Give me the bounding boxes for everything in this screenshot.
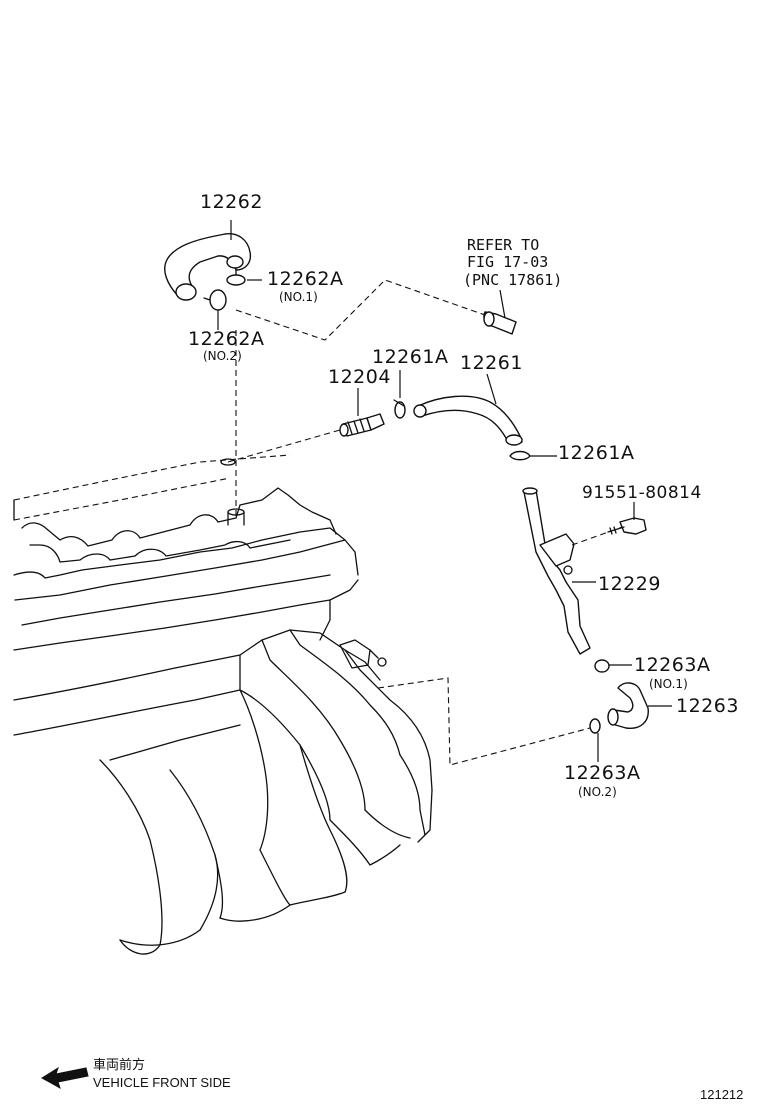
front-direction-en: VEHICLE FRONT SIDE (93, 1075, 231, 1090)
label-12263: 12263 (676, 695, 739, 717)
hose-12261 (413, 395, 523, 446)
clamp-12261A-top (393, 399, 406, 419)
label-12229: 12229 (598, 573, 661, 595)
label-12263A-no2: 12263A (564, 762, 641, 784)
label-12261A-top: 12261A (372, 346, 449, 368)
label-12262: 12262 (200, 191, 263, 213)
label-91551: 91551-80814 (582, 483, 702, 503)
pipe-12229 (522, 487, 591, 655)
label-12262A-no1-sub: (NO.1) (279, 290, 318, 304)
arrow-left-icon (41, 1066, 89, 1090)
reference-line-3: (PNC 17861) (463, 271, 563, 289)
reference-pipe (483, 311, 517, 335)
hose-12263 (607, 682, 649, 729)
engine-block-outline (13, 454, 433, 955)
bolt-91551 (607, 517, 647, 535)
label-12263A-no1: 12263A (634, 654, 711, 676)
front-direction-jp: 車両前方 (93, 1057, 146, 1072)
clamp-12263A-no2 (589, 718, 601, 734)
label-12204: 12204 (328, 366, 391, 388)
clamp-12263A-no1 (594, 659, 610, 673)
label-12261A-right: 12261A (558, 442, 635, 464)
label-12262A-no2-sub: (NO.2) (203, 349, 242, 363)
figure-id: 121212 (700, 1087, 744, 1102)
reference-line-2: FIG 17-03 (467, 253, 549, 271)
pcv-valve-12204 (339, 413, 385, 437)
clamp-12262A-no1 (226, 267, 246, 286)
label-12263A-no1-sub: (NO.1) (649, 677, 688, 691)
clamp-12261A-right (509, 450, 531, 461)
label-12262A-no1: 12262A (267, 268, 344, 290)
label-12263A-no2-sub: (NO.2) (578, 785, 617, 799)
clamp-12262A-no2 (203, 289, 227, 311)
label-12262A-no2: 12262A (188, 328, 265, 350)
reference-line-1: REFER TO (467, 236, 540, 254)
hose-12262 (164, 233, 252, 301)
label-12261: 12261 (460, 352, 523, 374)
